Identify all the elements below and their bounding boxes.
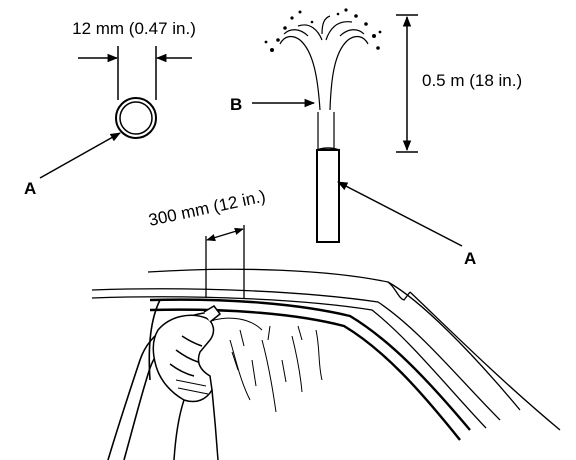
water-height-label: 0.5 m (18 in.) xyxy=(422,71,522,90)
water-column-test xyxy=(252,8,463,247)
door-weatherstrip xyxy=(149,298,471,431)
gloved-hand xyxy=(152,305,222,460)
callout-b: B xyxy=(230,95,242,114)
door-seal-test xyxy=(91,225,561,460)
water-spray xyxy=(279,15,369,150)
spray-distance-label: 300 mm (12 in.) xyxy=(147,187,267,230)
hose-cross-section xyxy=(39,46,192,179)
callout-a-right-leader xyxy=(337,181,463,247)
callout-a-top: A xyxy=(24,179,36,198)
callout-a-right: A xyxy=(464,249,476,268)
callout-a-top-leader xyxy=(39,132,121,179)
hose-diameter-label: 12 mm (0.47 in.) xyxy=(72,19,196,38)
water-droplets xyxy=(264,8,382,52)
roof-outer-line xyxy=(147,268,521,411)
hose-pipe xyxy=(316,149,340,243)
spray-distance-arrow xyxy=(206,227,244,242)
roof-panel-line xyxy=(91,288,501,421)
hose-outer-circle xyxy=(115,97,157,139)
hose-inner-circle xyxy=(119,101,153,135)
